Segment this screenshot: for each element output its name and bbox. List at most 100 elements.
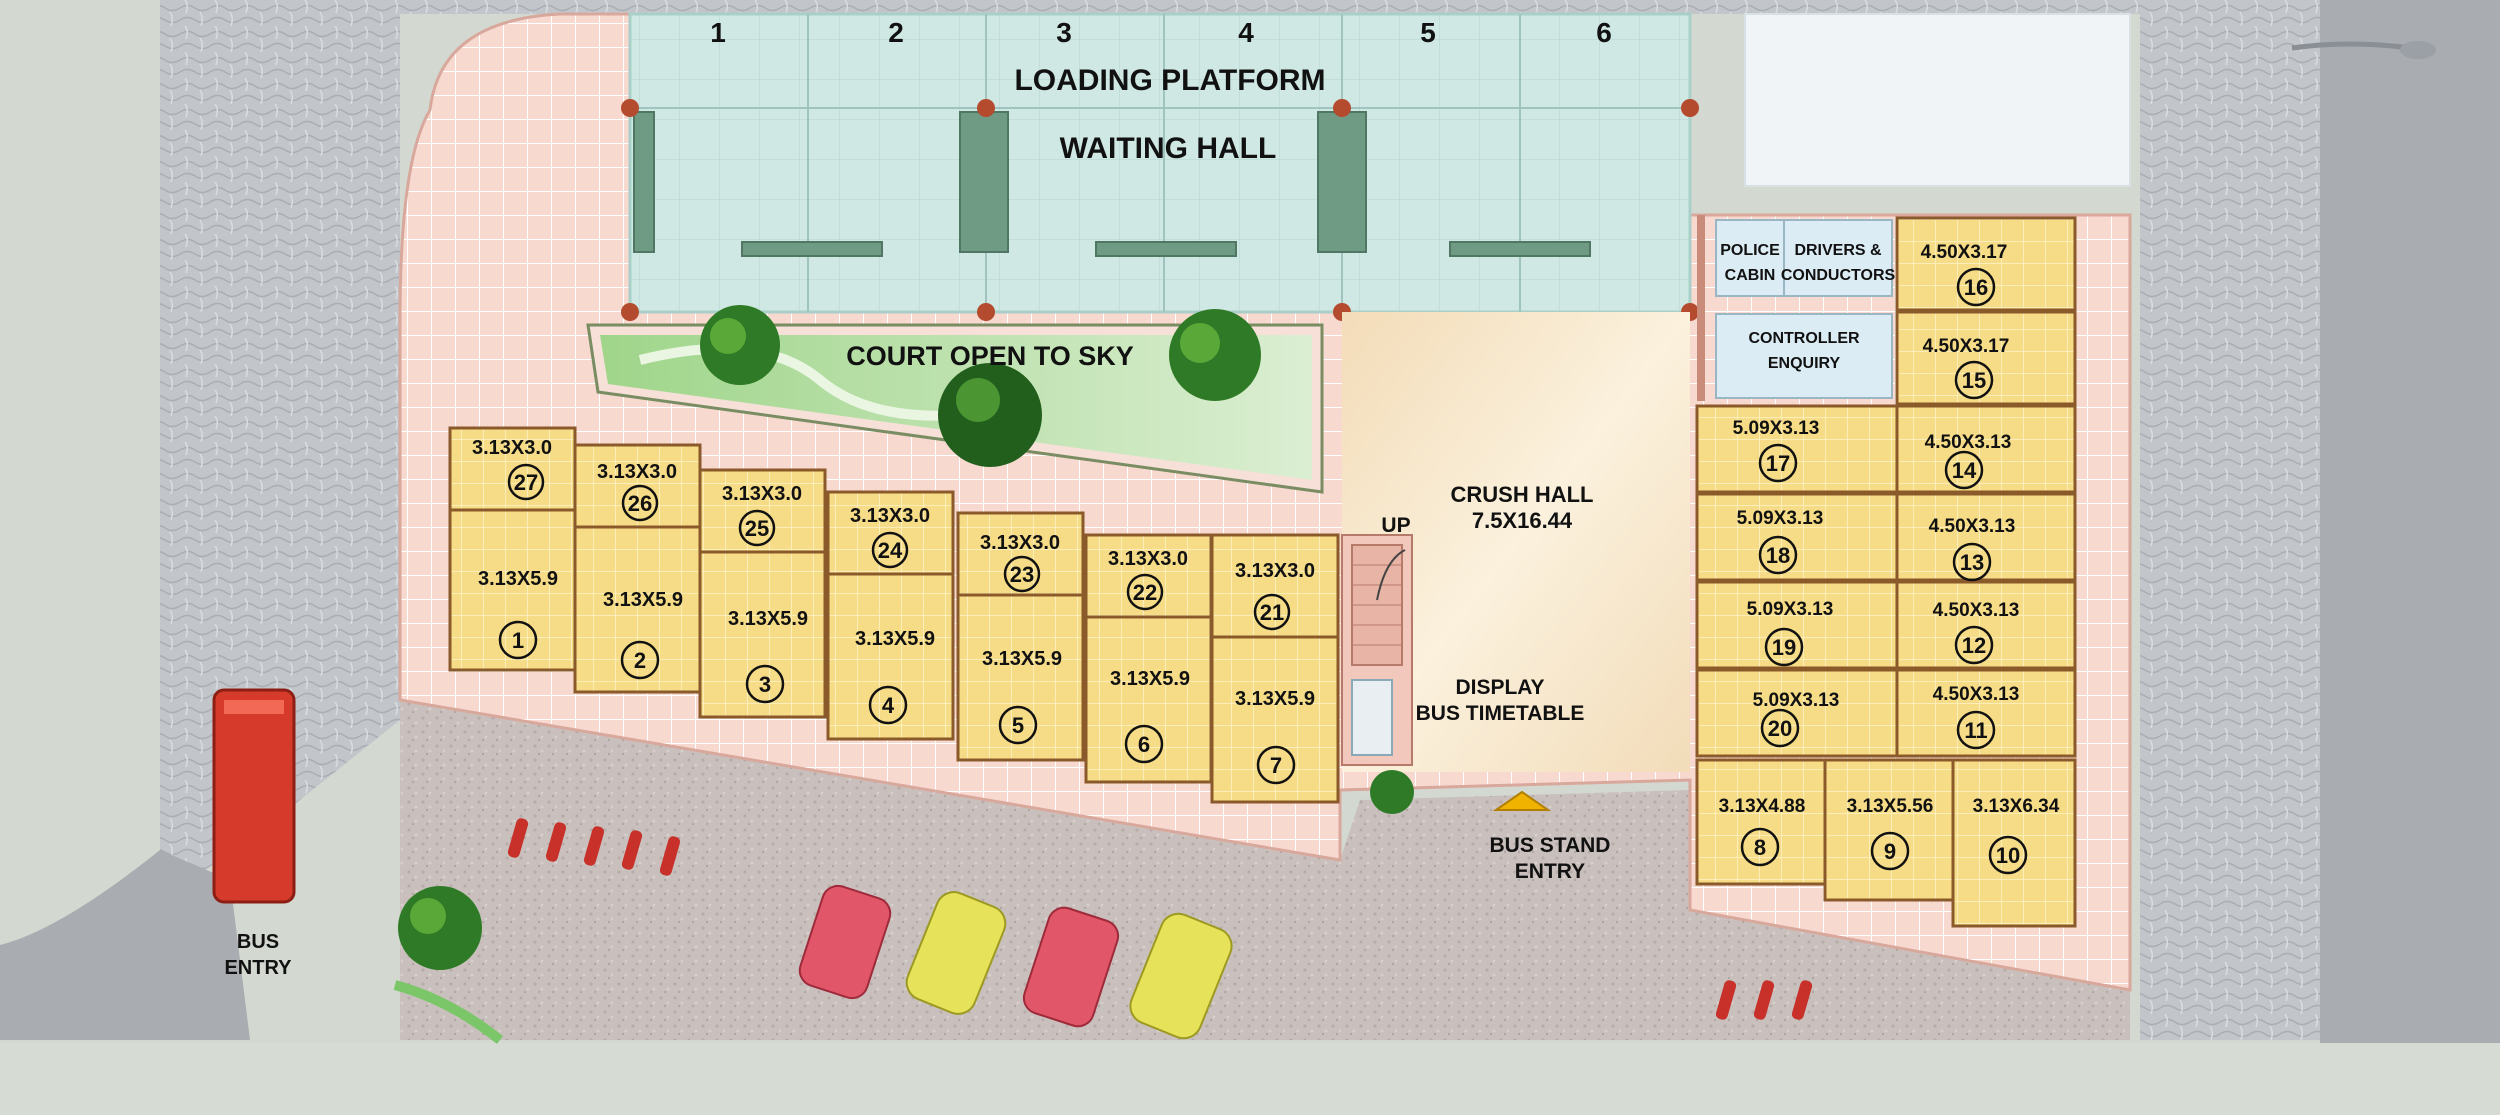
- office-block: [1697, 215, 1893, 401]
- shop-number: 5: [1012, 713, 1024, 738]
- bus-stand-entry-label: BUS STAND: [1490, 834, 1611, 857]
- shop-number: 3: [759, 672, 771, 697]
- shop-size-label: 3.13X3.0: [722, 483, 802, 505]
- shop-size-label: 3.13X5.9: [603, 589, 683, 611]
- controller-enquiry: [1715, 313, 1893, 399]
- shop-size-label: 3.13X5.9: [1235, 688, 1315, 710]
- shops-bottom-right-block: [1695, 758, 2077, 928]
- shop-number: 22: [1133, 580, 1157, 605]
- shop-size-label: 3.13X5.9: [728, 608, 808, 630]
- shops-right-block: [1695, 216, 2077, 758]
- shop-7: [1210, 635, 1340, 804]
- shop-number: 4: [882, 693, 895, 718]
- shops-left-block: [448, 426, 1340, 804]
- crush-hall-label: CRUSH HALL: [1451, 482, 1594, 507]
- shop-size-label: 3.13X5.9: [1110, 668, 1190, 690]
- shop-number: 11: [1964, 718, 1987, 743]
- stone-ground-right: [2140, 0, 2320, 1040]
- shop-23: [956, 511, 1085, 597]
- bus-entry-label-2: ENTRY: [224, 957, 292, 979]
- shop-8: [1695, 758, 1827, 886]
- shop-size-label: 3.13X3.0: [850, 505, 930, 527]
- enquiry-label: ENQUIRY: [1768, 355, 1841, 372]
- stone-ground-left: [160, 0, 400, 900]
- bus-icon: [212, 688, 296, 904]
- shop-17: [1695, 404, 1899, 494]
- shop-3: [698, 550, 827, 719]
- shop-number: 12: [1962, 633, 1986, 658]
- shop-size-label: 4.50X3.13: [1933, 600, 2020, 621]
- shop-size-label: 3.13X3.0: [597, 461, 677, 483]
- police-label: POLICE: [1720, 242, 1780, 259]
- tree-icon: [700, 305, 1261, 467]
- display-timetable-label: BUS TIMETABLE: [1416, 702, 1585, 725]
- bay-number: 6: [1596, 17, 1612, 48]
- shop-20: [1695, 668, 1899, 758]
- shop-10: [1951, 758, 2077, 928]
- staircase: [1341, 534, 1413, 766]
- drivers-conductors-room: [1783, 219, 1893, 297]
- shop-4: [826, 572, 955, 741]
- controller-label: CONTROLLER: [1748, 330, 1860, 347]
- shop-number: 6: [1138, 732, 1150, 757]
- bay-number: 2: [888, 17, 904, 48]
- entry-arrow-icon: [1492, 790, 1552, 811]
- shop-number: 17: [1766, 451, 1790, 476]
- street-lamp-icon: [2291, 41, 2436, 59]
- bay-number: 3: [1056, 17, 1072, 48]
- shop-number: 1: [512, 628, 524, 653]
- shop-number: 7: [1270, 753, 1282, 778]
- shop-size-label: 3.13X3.0: [1235, 560, 1315, 582]
- shop-number: 2: [634, 648, 646, 673]
- shop-size-label: 4.50X3.13: [1933, 684, 2020, 705]
- shop-number: 23: [1010, 562, 1034, 587]
- drivers-label-2: CONDUCTORS: [1781, 267, 1896, 284]
- shop-18: [1695, 492, 1899, 582]
- shop-21: [1210, 533, 1340, 639]
- shop-size-label: 3.13X3.0: [980, 532, 1060, 554]
- bay-number: 4: [1238, 17, 1254, 48]
- shop-number: 24: [878, 538, 903, 563]
- shop-size-label: 4.50X3.13: [1929, 516, 2016, 537]
- bus-stand-entry-label-2: ENTRY: [1515, 860, 1585, 883]
- crush-hall-size: 7.5X16.44: [1472, 508, 1573, 533]
- shop-12: [1895, 580, 2077, 670]
- shop-number: 13: [1960, 550, 1984, 575]
- shop-14: [1895, 404, 2077, 494]
- shop-labels-bottom-row: 3.13X5.9 1 3.13X5.9 2 3.13X5.9 3 3.13X5.…: [478, 568, 1315, 785]
- shop-6: [1084, 615, 1213, 784]
- shop-number: 14: [1952, 458, 1977, 483]
- shop-labels-bottom-right: 3.13X4.88 8 3.13X5.56 9 3.13X6.34 10: [1719, 796, 2060, 875]
- waiting-hall-label: WAITING HALL: [1060, 132, 1277, 165]
- shop-size-label: 4.50X3.17: [1923, 336, 2010, 357]
- shop-number: 8: [1754, 835, 1766, 860]
- bus-road: [0, 850, 250, 1040]
- shop-24: [826, 490, 955, 576]
- shop-number: 21: [1260, 600, 1284, 625]
- shop-size-label: 5.09X3.13: [1753, 690, 1840, 711]
- shop-number: 26: [628, 491, 652, 516]
- shrub-icon: [1370, 770, 1414, 814]
- shop-size-label: 3.13X4.88: [1719, 796, 1806, 817]
- up-label: UP: [1381, 514, 1410, 537]
- bus-entry-label: BUS: [237, 931, 279, 953]
- shop-number: 19: [1772, 635, 1796, 660]
- shop-size-label: 4.50X3.17: [1921, 242, 2008, 263]
- bay-number: 5: [1420, 17, 1436, 48]
- shop-number: 27: [514, 470, 538, 495]
- shop-labels-right-left-col: 5.09X3.13 17 5.09X3.13 18 5.09X3.13 19 5…: [1733, 418, 1840, 748]
- shop-number: 18: [1766, 543, 1790, 568]
- shop-size-label: 3.13X6.34: [1973, 796, 2060, 817]
- shop-number: 15: [1962, 368, 1986, 393]
- shop-size-label: 3.13X5.56: [1847, 796, 1934, 817]
- shop-number: 9: [1884, 839, 1896, 864]
- shop-15: [1895, 310, 2077, 406]
- shop-number: 16: [1964, 275, 1988, 300]
- shop-size-label: 5.09X3.13: [1747, 599, 1834, 620]
- loading-platform: [628, 12, 1692, 314]
- shop-16: [1895, 216, 2077, 312]
- shop-number: 25: [745, 516, 769, 541]
- shop-labels-top-row: 3.13X3.0 27 3.13X3.0 26 3.13X3.0 25 3.13…: [472, 437, 1315, 631]
- platform-bay-dividers: [630, 14, 1690, 312]
